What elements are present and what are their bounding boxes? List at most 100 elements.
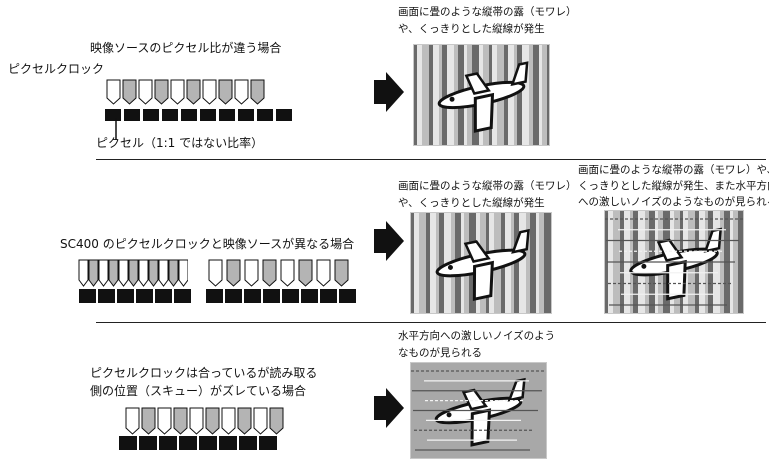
pixel-block — [179, 436, 197, 450]
clock-pulse — [98, 259, 109, 287]
clock-pulse — [108, 259, 119, 287]
clock-pulse — [170, 79, 185, 105]
section3-title-line2: 側の位置（スキュー）がズレている場合 — [90, 384, 307, 398]
pixel-block — [259, 436, 277, 450]
section1-result-line2: や、くっきりとした縦線が発生 — [398, 23, 545, 35]
clock-pulse — [205, 407, 220, 435]
pixel-block — [162, 109, 178, 121]
clock-pulse — [125, 407, 140, 435]
clock-pulse — [234, 79, 249, 105]
pixel-block — [155, 289, 172, 303]
section1-title: 映像ソースのピクセル比が違う場合 — [90, 41, 282, 55]
pixel-block — [143, 109, 159, 121]
clock-pulse — [208, 259, 223, 287]
pixel-ratio-label: ピクセル（1:1 ではない比率） — [96, 136, 264, 150]
pixel-clock-signal-skewed — [125, 407, 295, 435]
section2-result-b-line1: 画面に畳のような縦帯の露（モワレ）や、 — [578, 164, 769, 176]
pixel-block — [219, 109, 235, 121]
right-arrow-2 — [374, 221, 404, 261]
clock-pulse — [298, 259, 313, 287]
pixel-block — [124, 109, 140, 121]
clock-pulse — [173, 407, 188, 435]
pixel-block — [219, 436, 237, 450]
pixel-block — [257, 109, 273, 121]
clock-pulse — [122, 79, 137, 105]
pixel-block — [199, 436, 217, 450]
pixel-block — [98, 289, 115, 303]
pixel-blocks-c — [118, 436, 288, 450]
pixel-block — [159, 436, 177, 450]
pixel-block — [117, 289, 134, 303]
pixel-block — [181, 109, 197, 121]
pixel-block — [263, 289, 280, 303]
pixel-clock-signal-dense — [78, 259, 188, 287]
clock-pulse — [88, 259, 99, 287]
section2-title: SC400 のピクセルクロックと映像ソースが異なる場合 — [60, 237, 355, 251]
clock-pulse — [154, 79, 169, 105]
clock-pulse — [148, 259, 159, 287]
pixel-block — [301, 289, 318, 303]
pixel-label-pointer — [115, 118, 117, 140]
clock-pulse — [138, 259, 149, 287]
pixel-blocks-b — [205, 289, 365, 303]
clock-pulse — [158, 259, 169, 287]
pixel-block — [119, 436, 137, 450]
moire-screen-image — [413, 44, 550, 146]
horizontal-noise-screen-image — [410, 362, 547, 459]
clock-pulse — [106, 79, 121, 105]
pixel-block — [136, 289, 153, 303]
clock-pulse — [157, 407, 172, 435]
pixel-blocks-a — [78, 289, 194, 303]
section2-result-a-line1: 画面に畳のような縦帯の露（モワレ） — [398, 180, 577, 192]
clock-pulse — [253, 407, 268, 435]
clock-pulse — [244, 259, 259, 287]
section3-result-line1: 水平方向への激しいノイズのよう — [398, 330, 556, 342]
clock-pulse — [189, 407, 204, 435]
pixel-block — [238, 109, 254, 121]
section3-title-line1: ピクセルクロックは合っているが読み取る — [90, 366, 318, 380]
pixel-block — [282, 289, 299, 303]
clock-pulse — [218, 79, 233, 105]
pixel-clock-signal — [106, 79, 276, 105]
airplane-illustration — [437, 61, 529, 133]
pixel-block — [200, 109, 216, 121]
section1-result-line1: 画面に畳のような縦帯の露（モワレ） — [398, 6, 577, 18]
clock-pulse — [138, 79, 153, 105]
pixel-clock-signal-sparse — [208, 259, 358, 287]
pixel-blocks — [104, 109, 294, 121]
pixel-block — [206, 289, 223, 303]
pixel-block — [244, 289, 261, 303]
section2-result-b-line2: くっきりとした縦線が発生、また水平方向 — [578, 180, 769, 192]
section2-result-b-line3: への激しいノイズのようなものが見られる — [578, 196, 769, 208]
clock-pulse — [128, 259, 139, 287]
pixel-block — [320, 289, 337, 303]
clock-pulse — [202, 79, 217, 105]
pixel-block — [105, 109, 121, 121]
section3-result-line2: なものが見られる — [398, 347, 482, 359]
clock-pulse — [78, 259, 89, 287]
right-arrow-3 — [374, 388, 404, 428]
clock-pulse — [226, 259, 241, 287]
clock-pulse — [141, 407, 156, 435]
pixel-clock-label: ピクセルクロック — [8, 62, 105, 76]
pixel-block — [239, 436, 257, 450]
section-divider-1 — [96, 159, 766, 160]
pixel-block — [174, 289, 191, 303]
clock-pulse — [280, 259, 295, 287]
right-arrow-1 — [374, 72, 404, 112]
clock-pulse — [178, 259, 188, 287]
pixel-block — [79, 289, 96, 303]
clock-pulse — [334, 259, 349, 287]
pixel-block — [276, 109, 292, 121]
moire-noise-screen-image — [604, 210, 744, 314]
clock-pulse — [186, 79, 201, 105]
section-divider-2 — [96, 322, 766, 323]
clock-pulse — [250, 79, 265, 105]
pixel-block — [339, 289, 356, 303]
moire-screen-image-2 — [410, 212, 552, 314]
clock-pulse — [269, 407, 284, 435]
clock-pulse — [237, 407, 252, 435]
clock-pulse — [221, 407, 236, 435]
airplane-illustration — [435, 228, 530, 302]
clock-pulse — [262, 259, 277, 287]
